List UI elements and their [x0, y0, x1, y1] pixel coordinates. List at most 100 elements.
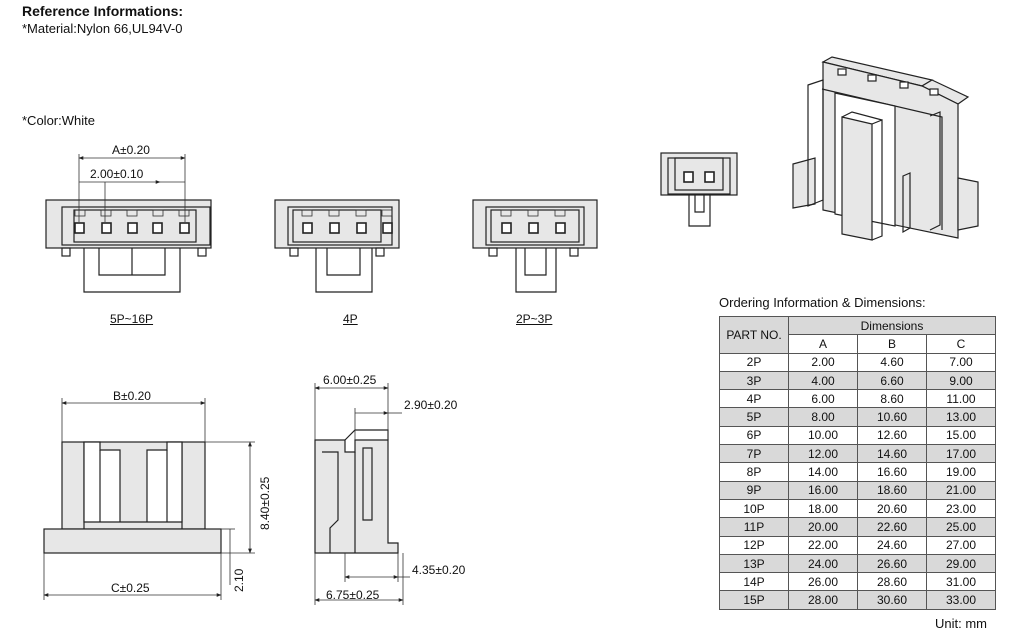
- dim-lip-label: 4.35±0.20: [412, 563, 466, 577]
- top-view: [43, 398, 255, 600]
- cell-part: 12P: [719, 535, 789, 555]
- cell-c: 15.00: [926, 425, 996, 446]
- front-view-4p: [274, 199, 400, 293]
- cell-b: 14.60: [857, 444, 927, 464]
- cell-c: 21.00: [926, 480, 996, 500]
- cell-c: 31.00: [926, 572, 996, 592]
- cell-b: 16.60: [857, 462, 927, 482]
- cell-a: 26.00: [788, 572, 858, 592]
- cell-a: 24.00: [788, 553, 858, 574]
- material-spec: *Material:Nylon 66,UL94V-0: [22, 21, 183, 36]
- cell-part: 13P: [719, 553, 789, 574]
- cell-b: 6.60: [857, 370, 927, 391]
- cell-a: 8.00: [788, 407, 858, 427]
- cell-a: 22.00: [788, 535, 858, 555]
- cell-part: 10P: [719, 498, 789, 519]
- cell-b: 24.60: [857, 535, 927, 555]
- dim-height-label: 8.40±0.25: [258, 476, 272, 530]
- cell-b: 10.60: [857, 407, 927, 427]
- unit-label: Unit: mm: [935, 616, 987, 631]
- cell-c: 29.00: [926, 553, 996, 574]
- cell-part: 5P: [719, 407, 789, 427]
- caption-5p-16p: 5P~16P: [110, 312, 154, 326]
- cell-a: 10.00: [788, 425, 858, 446]
- cell-b: 8.60: [857, 389, 927, 409]
- cell-a: 18.00: [788, 498, 858, 519]
- cell-a: 2.00: [788, 352, 858, 372]
- cell-a: 12.00: [788, 444, 858, 464]
- side-view: [314, 383, 410, 605]
- cell-part: 8P: [719, 462, 789, 482]
- cell-part: 11P: [719, 517, 789, 537]
- reference-title: Reference Informations:: [22, 3, 184, 19]
- dim-depth-label: 6.00±0.25: [323, 373, 377, 387]
- column-b-header: B: [857, 334, 927, 354]
- cell-b: 18.60: [857, 480, 927, 500]
- dim-a-label: A±0.20: [112, 143, 150, 157]
- cell-b: 28.60: [857, 572, 927, 592]
- cell-c: 19.00: [926, 462, 996, 482]
- cell-c: 23.00: [926, 498, 996, 519]
- cell-a: 14.00: [788, 462, 858, 482]
- cell-a: 16.00: [788, 480, 858, 500]
- column-a-header: A: [788, 334, 858, 354]
- cell-part: 4P: [719, 389, 789, 409]
- cell-part: 7P: [719, 444, 789, 464]
- table-heading: Ordering Information & Dimensions:: [719, 295, 926, 310]
- cell-b: 20.60: [857, 498, 927, 519]
- cell-c: 11.00: [926, 389, 996, 409]
- cell-c: 13.00: [926, 407, 996, 427]
- cell-c: 17.00: [926, 444, 996, 464]
- cell-part: 9P: [719, 480, 789, 500]
- cell-b: 12.60: [857, 425, 927, 446]
- dim-c-label: C±0.25: [111, 581, 150, 595]
- cell-part: 6P: [719, 425, 789, 446]
- cell-part: 3P: [719, 370, 789, 391]
- dimensions-header: Dimensions: [788, 315, 996, 336]
- cell-a: 20.00: [788, 517, 858, 537]
- cell-part: 14P: [719, 572, 789, 592]
- dim-step-label: 2.90±0.20: [404, 398, 458, 412]
- cell-c: 33.00: [926, 590, 996, 610]
- cell-a: 28.00: [788, 590, 858, 610]
- front-view-2p: [472, 199, 598, 293]
- cell-c: 27.00: [926, 535, 996, 555]
- cell-a: 4.00: [788, 370, 858, 391]
- isometric-view: [792, 56, 979, 241]
- cell-part: 15P: [719, 590, 789, 610]
- cell-a: 6.00: [788, 389, 858, 409]
- cell-b: 4.60: [857, 352, 927, 372]
- caption-2p-3p: 2P~3P: [516, 312, 553, 326]
- dim-base-label: 2.10: [232, 568, 246, 592]
- cell-c: 25.00: [926, 517, 996, 537]
- front-view-small-2p: [660, 152, 738, 227]
- dim-pitch-label: 2.00±0.10: [90, 167, 144, 181]
- column-c-header: C: [926, 334, 996, 354]
- cell-b: 22.60: [857, 517, 927, 537]
- caption-4p: 4P: [343, 312, 358, 326]
- color-spec: *Color:White: [22, 113, 95, 128]
- cell-c: 7.00: [926, 352, 996, 372]
- cell-c: 9.00: [926, 370, 996, 391]
- front-view-5p: [45, 154, 212, 293]
- dim-total-depth-label: 6.75±0.25: [326, 588, 380, 602]
- cell-part: 2P: [719, 352, 789, 372]
- dim-b-label: B±0.20: [113, 389, 151, 403]
